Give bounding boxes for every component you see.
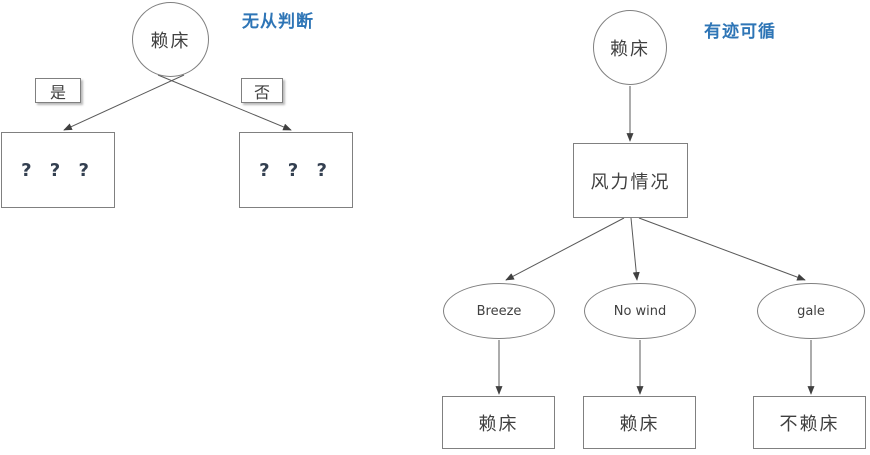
decision-node-wind: 风力情况 bbox=[573, 143, 688, 218]
edge-root-to-yes-leaf bbox=[63, 74, 185, 131]
left-leaf-no: ? ? ? bbox=[239, 132, 353, 208]
edge-label-no: 否 bbox=[241, 78, 283, 103]
left-root-node: 赖床 bbox=[132, 2, 209, 77]
outcome-node-nowind: 赖床 bbox=[583, 396, 696, 449]
condition-node-nowind: No wind bbox=[584, 283, 696, 339]
outcome-node-gale: 不赖床 bbox=[753, 396, 866, 449]
edge-decision-to-breeze bbox=[505, 217, 625, 281]
right-tree-title: 有迹可循 bbox=[704, 22, 776, 42]
condition-node-breeze: Breeze bbox=[443, 283, 555, 339]
edge-label-yes: 是 bbox=[35, 78, 81, 103]
outcome-node-breeze: 赖床 bbox=[442, 396, 555, 449]
edge-decision-to-gale bbox=[638, 217, 806, 281]
edge-root-to-no-leaf bbox=[157, 74, 292, 131]
left-tree-title: 无从判断 bbox=[242, 12, 314, 32]
left-leaf-yes: ? ? ? bbox=[1, 132, 115, 208]
right-root-node: 赖床 bbox=[593, 10, 667, 85]
edge-decision-to-nowind bbox=[630, 217, 640, 281]
condition-node-gale: gale bbox=[757, 283, 865, 339]
